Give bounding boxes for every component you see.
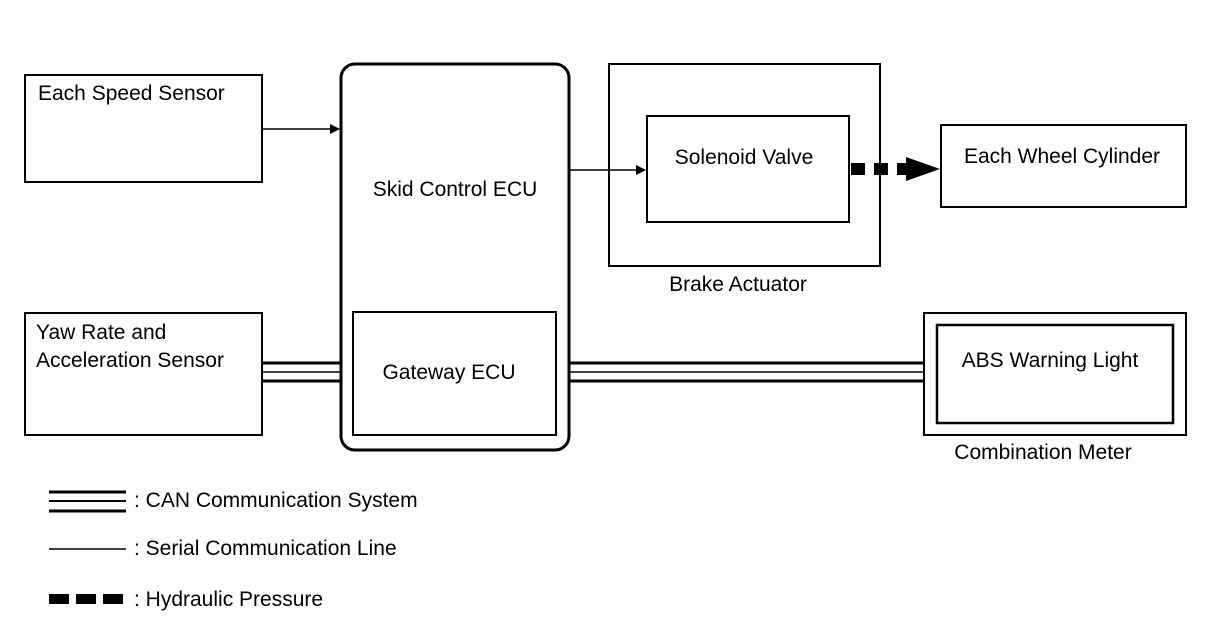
combination-meter-block: ABS Warning Light Combination Meter [923,312,1187,464]
legend-can-label: : CAN Communication System [134,489,418,512]
combination-meter-label: Combination Meter [954,441,1131,464]
legend-serial: : Serial Communication Line [49,537,397,560]
wheel-cylinder-block: Each Wheel Cylinder [940,124,1187,208]
solenoid-valve-block: Solenoid Valve [646,115,850,223]
skid-control-ecu-block: Skid Control ECU [339,62,571,452]
legend-hydraulic: : Hydraulic Pressure [49,588,323,611]
brake-actuator-block: Brake Actuator [608,63,881,296]
can-bus-yaw-sensor [262,361,341,383]
solenoid-valve-label: Solenoid Valve [675,146,814,169]
hydraulic-line [851,157,940,181]
gateway-ecu-block: Gateway ECU [352,311,557,436]
can-bus-combination-meter [569,361,924,383]
yaw-rate-sensor-block: Yaw Rate and Acceleration Sensor [24,312,263,436]
brake-actuator-label: Brake Actuator [669,273,807,296]
yaw-sensor-label-line2: Acceleration Sensor [36,349,224,372]
skid-control-ecu-label: Skid Control ECU [373,178,538,201]
legend-can: : CAN Communication System [49,489,418,513]
speed-sensor-label: Each Speed Sensor [38,82,225,105]
yaw-sensor-label-line1: Yaw Rate and [36,321,166,344]
speed-sensor-block: Each Speed Sensor [24,74,263,183]
gateway-ecu-label: Gateway ECU [382,361,515,384]
abs-warning-light-label: ABS Warning Light [962,349,1139,372]
legend-hydraulic-label: : Hydraulic Pressure [134,588,323,611]
legend-serial-label: : Serial Communication Line [134,537,397,560]
legend: : CAN Communication System : Serial Comm… [49,489,418,611]
wheel-cylinder-label: Each Wheel Cylinder [964,145,1160,168]
